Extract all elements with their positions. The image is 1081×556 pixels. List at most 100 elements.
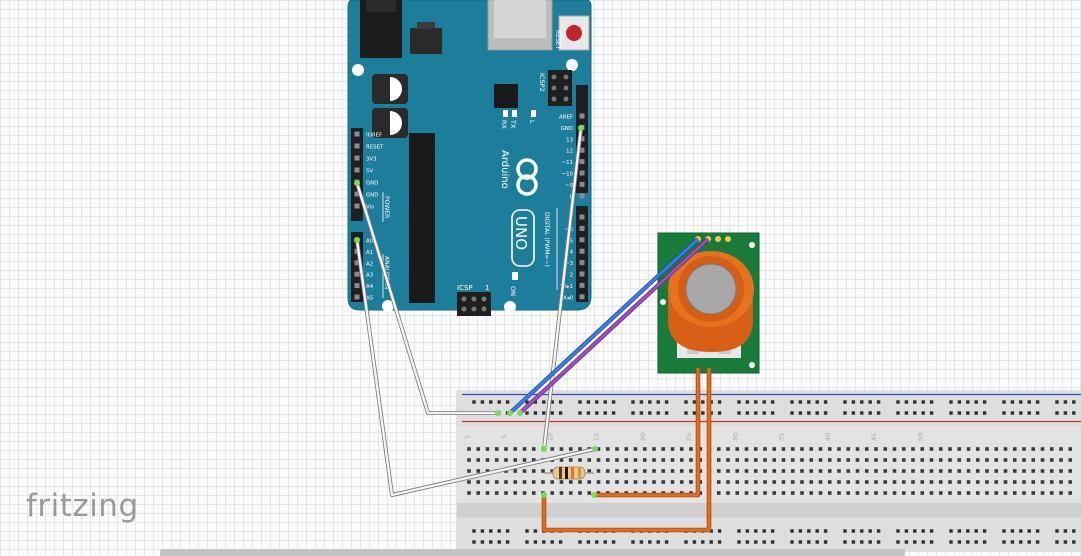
breadboard-hole[interactable] [966, 447, 971, 451]
rail-hole[interactable] [966, 411, 970, 415]
rail-hole[interactable] [550, 540, 554, 544]
breadboard-hole[interactable] [911, 447, 915, 451]
breadboard-hole[interactable] [1068, 469, 1073, 473]
rail-hole[interactable] [974, 400, 978, 404]
breadboard-hole[interactable] [504, 480, 508, 484]
rail-hole[interactable] [611, 400, 616, 404]
breadboard-hole[interactable] [753, 480, 758, 484]
header-pin[interactable] [354, 294, 360, 300]
rail-hole[interactable] [904, 529, 909, 533]
breadboard-hole[interactable] [513, 447, 518, 451]
breadboard-hole[interactable] [494, 447, 499, 451]
breadboard-hole[interactable] [800, 447, 804, 451]
breadboard-hole[interactable] [800, 491, 804, 495]
breadboard-hole[interactable] [652, 447, 656, 451]
breadboard-hole[interactable] [1012, 491, 1017, 495]
breadboard-hole[interactable] [504, 458, 508, 462]
rail-hole[interactable] [876, 400, 881, 404]
breadboard-hole[interactable] [1003, 447, 1008, 451]
breadboard-hole[interactable] [541, 480, 545, 484]
breadboard-hole[interactable] [1012, 447, 1017, 451]
rail-hole[interactable] [815, 529, 819, 533]
breadboard-hole[interactable] [883, 491, 888, 495]
rail-hole[interactable] [1063, 529, 1068, 533]
breadboard-hole[interactable] [892, 491, 897, 495]
breadboard-hole[interactable] [929, 447, 934, 451]
rail-hole[interactable] [770, 540, 775, 544]
breadboard-hole[interactable] [670, 447, 675, 451]
breadboard-hole[interactable] [818, 469, 823, 473]
breadboard-hole[interactable] [800, 480, 804, 484]
breadboard-hole[interactable] [1068, 458, 1073, 462]
rail-hole[interactable] [896, 411, 900, 415]
rail-hole[interactable] [505, 540, 510, 544]
breadboard-hole[interactable] [911, 491, 915, 495]
rail-hole[interactable] [896, 400, 900, 404]
rail-hole[interactable] [860, 400, 864, 404]
rail-hole[interactable] [966, 529, 970, 533]
breadboard-hole[interactable] [716, 491, 721, 495]
breadboard-hole[interactable] [522, 458, 527, 462]
breadboard-hole[interactable] [827, 458, 832, 462]
breadboard-hole[interactable] [578, 458, 582, 462]
rail-hole[interactable] [558, 400, 563, 404]
breadboard-hole[interactable] [726, 491, 730, 495]
rail-hole[interactable] [550, 400, 554, 404]
rail-hole[interactable] [648, 540, 652, 544]
breadboard-hole[interactable] [901, 491, 906, 495]
breadboard-hole[interactable] [485, 469, 490, 473]
breadboard-hole[interactable] [1031, 491, 1036, 495]
breadboard-hole[interactable] [957, 458, 962, 462]
rail-hole[interactable] [1010, 400, 1015, 404]
breadboard-hole[interactable] [966, 469, 971, 473]
rail-hole[interactable] [1027, 400, 1031, 404]
breadboard-hole[interactable] [504, 491, 508, 495]
breadboard-hole[interactable] [1049, 491, 1054, 495]
rail-hole[interactable] [982, 529, 987, 533]
rail-hole[interactable] [790, 411, 794, 415]
breadboard-hole[interactable] [985, 469, 989, 473]
breadboard-hole[interactable] [1003, 458, 1008, 462]
breadboard-hole[interactable] [605, 469, 610, 473]
breadboard-hole[interactable] [855, 491, 860, 495]
digital-header-bottom[interactable] [576, 206, 588, 302]
breadboard-hole[interactable] [670, 458, 675, 462]
breadboard-hole[interactable] [929, 491, 934, 495]
rail-hole[interactable] [790, 540, 794, 544]
breadboard-hole[interactable] [1059, 447, 1063, 451]
rail-hole[interactable] [957, 529, 962, 533]
rail-hole[interactable] [762, 400, 766, 404]
rail-hole[interactable] [684, 540, 688, 544]
right-header-pins[interactable] [579, 113, 585, 300]
breadboard-hole[interactable] [624, 447, 629, 451]
breadboard-hole[interactable] [966, 458, 971, 462]
rail-hole[interactable] [737, 540, 741, 544]
breadboard-hole[interactable] [476, 447, 481, 451]
rail-hole[interactable] [586, 400, 591, 404]
breadboard-hole[interactable] [541, 469, 545, 473]
breadboard-hole[interactable] [846, 491, 851, 495]
wires[interactable] [354, 125, 712, 533]
header-pin[interactable] [579, 237, 585, 243]
rail-hole[interactable] [1002, 400, 1006, 404]
rail-hole[interactable] [631, 411, 635, 415]
rail-hole[interactable] [1063, 540, 1068, 544]
breadboard-hole[interactable] [957, 491, 962, 495]
breadboard-hole[interactable] [531, 469, 536, 473]
rail-hole[interactable] [1055, 400, 1059, 404]
rail-hole[interactable] [770, 411, 775, 415]
breadboard-hole[interactable] [522, 480, 527, 484]
rail-hole[interactable] [843, 411, 847, 415]
rail-hole[interactable] [578, 400, 582, 404]
rail-hole[interactable] [876, 540, 881, 544]
breadboard-hole[interactable] [716, 458, 721, 462]
breadboard-hole[interactable] [938, 469, 943, 473]
wire-white-a0[interactable] [355, 239, 596, 497]
breadboard-hole[interactable] [790, 458, 795, 462]
breadboard-hole[interactable] [938, 458, 943, 462]
wire-white-5v[interactable] [355, 182, 498, 415]
header-pin[interactable] [579, 294, 585, 300]
rail-hole[interactable] [578, 411, 582, 415]
breadboard-hole[interactable] [624, 458, 629, 462]
